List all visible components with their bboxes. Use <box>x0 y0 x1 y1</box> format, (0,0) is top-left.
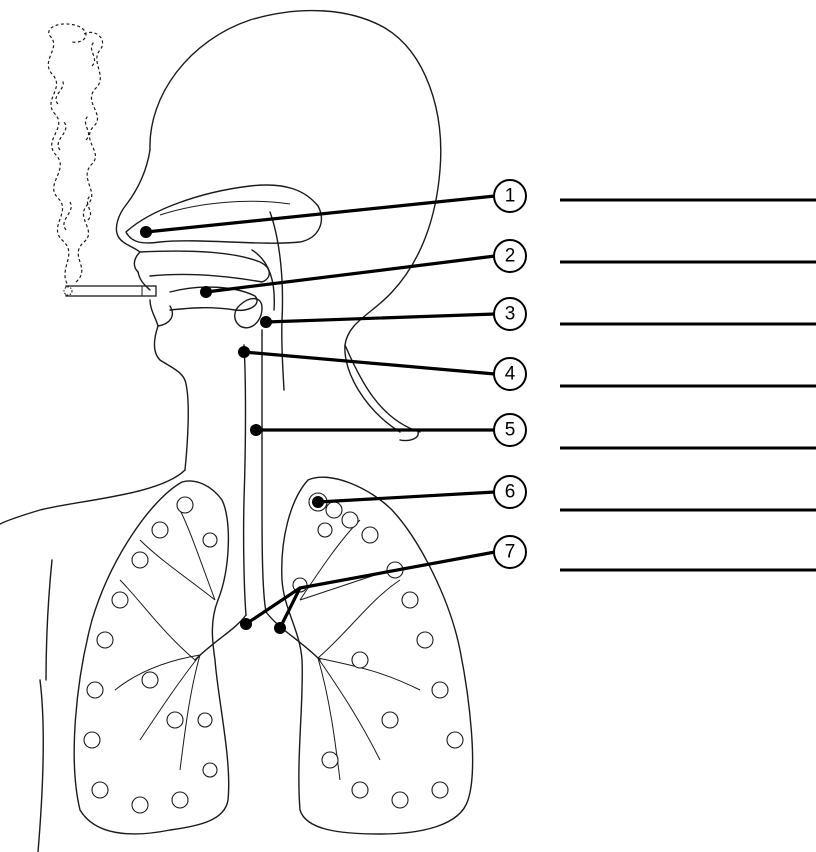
answer-lines <box>560 200 816 570</box>
pharynx <box>235 212 284 390</box>
marker-5-label: 5 <box>505 420 516 441</box>
cigarette-smoke <box>48 24 102 288</box>
nasal-cavity <box>126 185 321 243</box>
marker-7-label: 7 <box>505 542 516 563</box>
marker-4-label: 4 <box>505 364 516 385</box>
marker-6: 6 <box>494 476 526 508</box>
leader-lines <box>140 196 495 634</box>
marker-2: 2 <box>494 240 526 272</box>
marker-4: 4 <box>494 358 526 390</box>
trachea <box>244 330 266 615</box>
marker-7: 7 <box>494 536 526 568</box>
marker-3-label: 3 <box>505 304 516 325</box>
marker-1: 1 <box>494 180 526 212</box>
cigarette <box>64 286 156 296</box>
marker-6-label: 6 <box>505 482 516 503</box>
bronchial-tree <box>115 510 420 780</box>
body-outline <box>38 560 52 852</box>
marker-5: 5 <box>494 414 526 446</box>
marker-2-label: 2 <box>505 246 516 267</box>
marker-1-label: 1 <box>505 186 516 207</box>
marker-3: 3 <box>494 298 526 330</box>
